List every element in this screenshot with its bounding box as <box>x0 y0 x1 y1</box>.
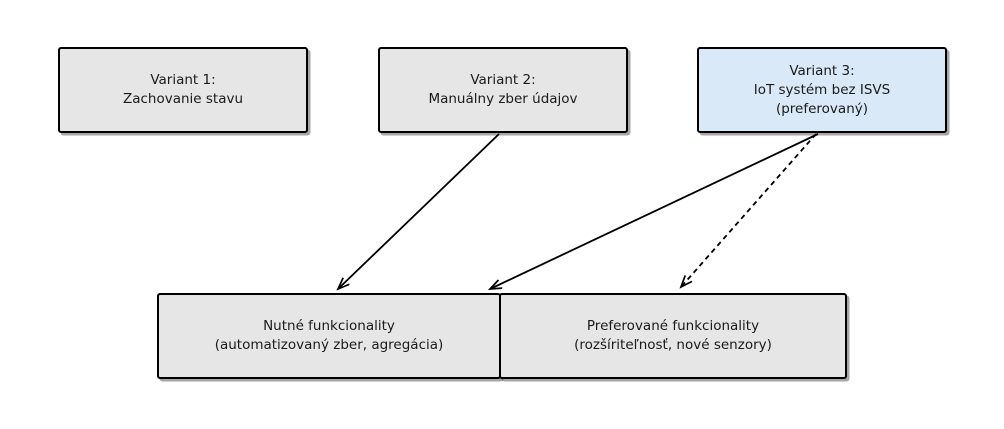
preferred-label-line1: Preferované funkcionality <box>586 318 760 334</box>
variant3-box: Variant 3: IoT systém bez ISVS (preferov… <box>697 47 947 133</box>
variant1-box: Variant 1: Zachovanie stavu <box>58 47 308 133</box>
variant3-label-line2: IoT systém bez ISVS <box>753 81 891 98</box>
preferred-functionality-box: Preferované funkcionality (rozšíriteľnos… <box>499 293 847 379</box>
required-label-line2: (automatizovaný zber, agregácia) <box>214 337 444 353</box>
variant3-label-line1: Variant 3: <box>789 62 855 79</box>
required-functionality-box: Nutné funkcionality (automatizovaný zber… <box>157 293 501 379</box>
edge-variant2-to-required-arrow <box>338 133 500 289</box>
preferred-label-line2: (rozšíriteľnosť, nové senzory) <box>574 337 772 353</box>
edge-variant3-to-required-arrow <box>490 133 819 289</box>
variant1-label-line2: Zachovanie stavu <box>122 91 244 107</box>
variant1-label-line1: Variant 1: <box>150 72 216 88</box>
required-label-line1: Nutné funkcionality <box>263 318 395 334</box>
edge-variant3-to-preferred-arrow <box>681 133 817 287</box>
variant2-box: Variant 2: Manuálny zber údajov <box>378 47 628 133</box>
variant2-label-line2: Manuálny zber údajov <box>428 91 578 107</box>
variant3-label-line3: (preferovaný) <box>775 100 869 117</box>
variant2-label-line1: Variant 2: <box>470 72 536 88</box>
